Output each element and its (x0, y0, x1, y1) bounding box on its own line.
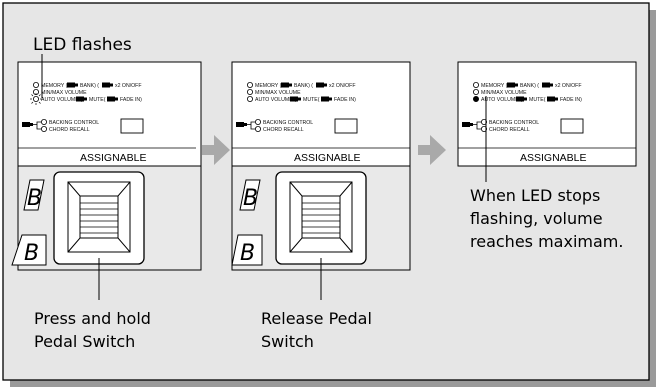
connector-branch (247, 121, 255, 130)
pedal-connector-icon (22, 122, 33, 127)
control-panel: MEMORY ( BANK) ( x2 ON/OFF MIN/MAX VOLUMEAU… (232, 81, 410, 164)
panel-label: FADE IN) (334, 97, 356, 103)
mode-b-icon: B (11, 234, 47, 266)
panel-label: BANK) ( (80, 83, 99, 89)
pedal-connector-icon (76, 96, 87, 102)
connector-branch (473, 121, 481, 130)
panel-label: BACKING CONTROL (263, 120, 313, 126)
assignable-label: ASSIGNABLE (80, 152, 147, 164)
led-indicator-icon (246, 88, 253, 95)
assignable-label: ASSIGNABLE (520, 152, 587, 164)
led-indicator-icon (480, 126, 487, 133)
led-flash-rays (30, 93, 42, 105)
pedal-connector-icon (542, 82, 553, 88)
svg-text:B: B (240, 241, 255, 266)
pedal-connector-icon (321, 96, 332, 102)
panel-label: MUTE( (89, 97, 106, 103)
pedal-connector-icon (102, 82, 113, 88)
control-panel: MEMORY ( BANK) ( x2 ON/OFF MIN/MAX VOLUMEAU… (18, 81, 196, 164)
led-indicator-icon (254, 126, 261, 133)
panel-label: CHORD RECALL (263, 127, 304, 133)
step3-panel (457, 61, 637, 167)
mode-b-icon: B (23, 179, 45, 211)
panel-label: BANK) ( (520, 83, 539, 89)
pedal-connector-icon (290, 96, 301, 102)
svg-text:B: B (243, 186, 258, 211)
step3-caption: When LED stops flashing, volume reaches … (470, 186, 623, 251)
led-indicator-icon (32, 95, 39, 102)
pedal-connector-icon (107, 96, 118, 102)
panel-label: x2 ON/OFF (115, 83, 142, 89)
led-indicator-icon (472, 88, 479, 95)
led-indicator-icon (246, 81, 253, 88)
panel-label: x2 ON/OFF (555, 83, 582, 89)
panel-label: BANK) ( (294, 83, 313, 89)
assignable-label: ASSIGNABLE (294, 152, 361, 164)
panel-label: BACKING CONTROL (489, 120, 539, 126)
panel-label: MIN/MAX VOLUME (481, 90, 527, 96)
led-indicator-icon (472, 95, 479, 102)
led-indicator-icon (472, 81, 479, 88)
panel-label: BACKING CONTROL (49, 120, 99, 126)
assign-button[interactable] (560, 118, 584, 134)
led-indicator-icon (246, 95, 253, 102)
panel-label: AUTO VOLUME ( (41, 97, 82, 103)
pedal-connector-icon (507, 82, 518, 88)
panel-label: MUTE( (529, 97, 546, 103)
panel-label: MEMORY ( (481, 83, 508, 89)
control-panel: MEMORY ( BANK) ( x2 ON/OFF MIN/MAX VOLUMEAU… (458, 81, 636, 164)
pedal-switch-icon (275, 171, 367, 265)
svg-text:B: B (27, 186, 42, 211)
led-indicator-icon (40, 119, 47, 126)
assign-button[interactable] (120, 118, 144, 134)
pedal-connector-icon (316, 82, 327, 88)
led-indicator-icon (40, 126, 47, 133)
pedal-connector-icon (462, 122, 473, 127)
panel-label: MEMORY ( (41, 83, 68, 89)
step-arrow-icon (202, 135, 230, 165)
pedal-connector-icon (281, 82, 292, 88)
led-indicator-icon (254, 119, 261, 126)
led-flashes-caption: LED flashes (33, 35, 132, 55)
pedal-connector-icon (516, 96, 527, 102)
panel-label: CHORD RECALL (489, 127, 530, 133)
step1-panel: B B (11, 61, 202, 271)
panel-label: CHORD RECALL (49, 127, 90, 133)
pedal-connector-icon (236, 122, 247, 127)
connector-branch (33, 121, 41, 130)
panel-label: FADE IN) (560, 97, 582, 103)
panel-label: FADE IN) (120, 97, 142, 103)
step1-caption: Press and hold Pedal Switch (34, 309, 156, 351)
panel-label: AUTO VOLUME ( (255, 97, 296, 103)
mode-b-icon: B (239, 179, 261, 211)
pedal-switch-icon (53, 171, 145, 265)
panel-label: MIN/MAX VOLUME (41, 90, 87, 96)
step2-caption: Release Pedal Switch (261, 309, 377, 351)
panel-label: MEMORY ( (255, 83, 282, 89)
panel-label: x2 ON/OFF (329, 83, 356, 89)
pedal-connector-icon (67, 82, 78, 88)
panel-label: MIN/MAX VOLUME (255, 90, 301, 96)
step2-panel: B B (231, 61, 411, 271)
led-indicator-icon (32, 81, 39, 88)
panel-label: MUTE( (303, 97, 320, 103)
assign-button[interactable] (334, 118, 358, 134)
mode-b-icon: B (231, 234, 263, 266)
svg-text:B: B (24, 241, 39, 266)
step-arrow-icon (418, 135, 446, 165)
led-indicator-icon (480, 119, 487, 126)
panel-label: AUTO VOLUME ( (481, 97, 522, 103)
pedal-connector-icon (547, 96, 558, 102)
